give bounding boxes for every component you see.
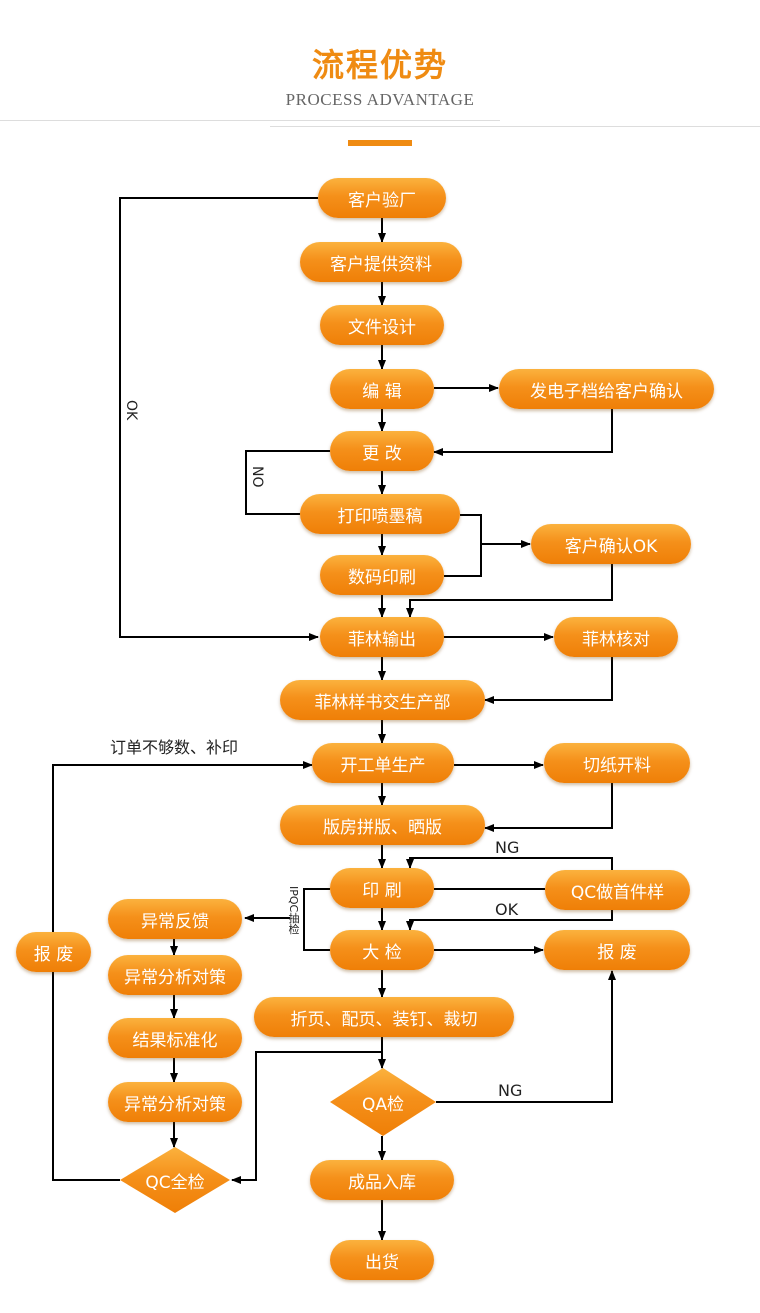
node-revise: 更 改 (330, 431, 434, 471)
label-no-loop: NO (249, 466, 265, 488)
node-anomaly-analysis-1: 异常分析对策 (108, 955, 242, 995)
edge-ipqc-bracket (303, 888, 330, 951)
header-divider (0, 120, 500, 121)
label-ipqc: IPQC抽检 (287, 886, 300, 935)
node-film-check: 菲林核对 (554, 617, 678, 657)
node-customer-audit: 客户验厂 (318, 178, 446, 218)
edge-qa-ng (436, 970, 616, 1103)
node-qc-full-check: QC全检 (120, 1147, 230, 1213)
node-file-design: 文件设计 (320, 305, 444, 345)
node-customer-ok: 客户确认OK (531, 524, 691, 564)
label-ng-first: NG (495, 838, 520, 857)
node-edit: 编 辑 (330, 369, 434, 409)
edge-n14-n15 (484, 783, 613, 832)
label-ok-loop: OK (123, 400, 139, 421)
edge-n9-n10 (406, 564, 613, 618)
node-warehouse: 成品入库 (310, 1160, 454, 1200)
label-reorder: 订单不够数、补印 (110, 738, 239, 757)
node-anomaly-analysis-2: 异常分析对策 (108, 1082, 242, 1122)
edge-ok-loop (119, 197, 319, 641)
node-qa-check: QA检 (330, 1068, 436, 1136)
edge-n17-ok (406, 908, 613, 931)
page-subtitle: PROCESS ADVANTAGE (285, 90, 475, 109)
header-accent-bar (348, 140, 412, 146)
node-inkjet-proof: 打印喷墨稿 (300, 494, 460, 534)
header: 流程优势 PROCESS ADVANTAGE (0, 0, 760, 150)
node-scrap-right: 报 废 (544, 930, 690, 970)
node-inspection: 大 检 (330, 930, 434, 970)
edge-n17-ng (406, 857, 613, 870)
node-finishing: 折页、配页、装钉、裁切 (254, 997, 514, 1037)
node-send-confirm: 发电子档给客户确认 (499, 369, 714, 409)
node-customer-materials: 客户提供资料 (300, 242, 462, 282)
edge-reorder-loop (52, 761, 313, 1181)
edge-n5-n6 (433, 408, 613, 456)
node-paper-cutting: 切纸开料 (544, 743, 690, 783)
label-ok-first: OK (495, 900, 519, 919)
page-title: 流程优势 (311, 46, 448, 84)
node-film-sample: 菲林样书交生产部 (280, 680, 485, 720)
node-qc-first-sample: QC做首件样 (545, 870, 690, 910)
node-work-order: 开工单生产 (312, 743, 454, 783)
node-scrap-left: 报 废 (16, 932, 91, 972)
node-printing: 印 刷 (330, 868, 434, 908)
node-anomaly-feedback: 异常反馈 (108, 899, 242, 939)
label-ng-qa: NG (498, 1081, 523, 1100)
node-digital-print: 数码印刷 (320, 555, 444, 595)
node-qa-check-label: QA检 (361, 1094, 404, 1115)
node-qc-full-check-label: QC全检 (145, 1172, 205, 1193)
edge-to-qc-all (231, 1051, 382, 1184)
node-standardize: 结果标准化 (108, 1018, 242, 1058)
header-divider-right (270, 126, 760, 127)
edge-print-bracket (444, 514, 482, 577)
node-shipment: 出货 (330, 1240, 434, 1280)
edge-n11-n12 (484, 657, 613, 704)
node-imposition: 版房拼版、晒版 (280, 805, 485, 845)
edge-no-loop (245, 450, 330, 515)
node-film-output: 菲林输出 (320, 617, 444, 657)
